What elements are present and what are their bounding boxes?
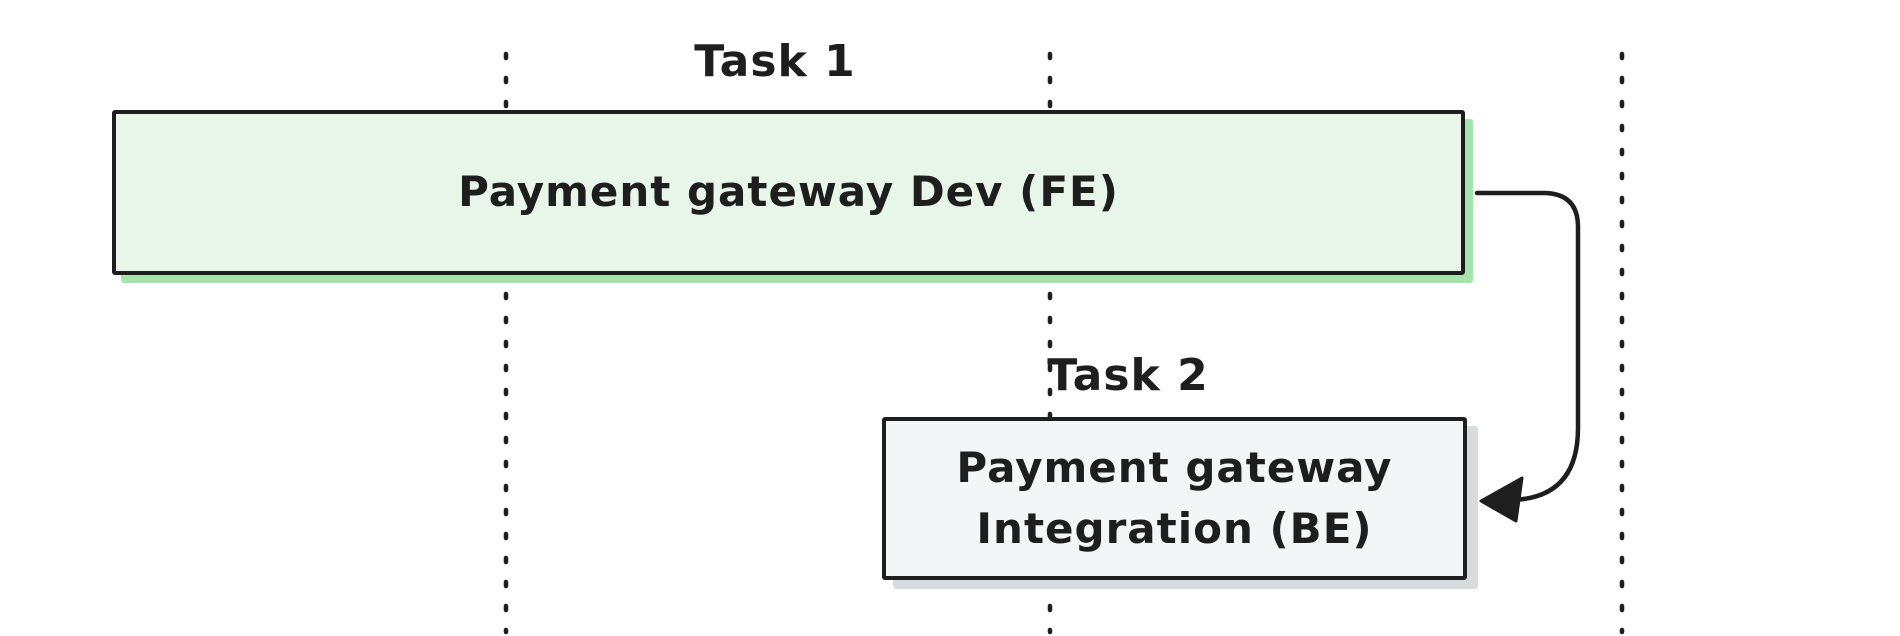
dependency-arrowhead-icon — [1479, 476, 1524, 523]
task2-title: Task 2 — [1047, 350, 1209, 401]
task1-bar-label: Payment gateway Dev (FE) — [458, 167, 1119, 217]
task1-bar[interactable]: Payment gateway Dev (FE) — [112, 110, 1465, 275]
task2-bar-label: Payment gateway Integration (BE) — [956, 442, 1393, 553]
dependency-arrow-line — [1474, 190, 1581, 503]
task2-bar[interactable]: Payment gateway Integration (BE) — [882, 417, 1467, 580]
task1-title: Task 1 — [694, 36, 856, 87]
